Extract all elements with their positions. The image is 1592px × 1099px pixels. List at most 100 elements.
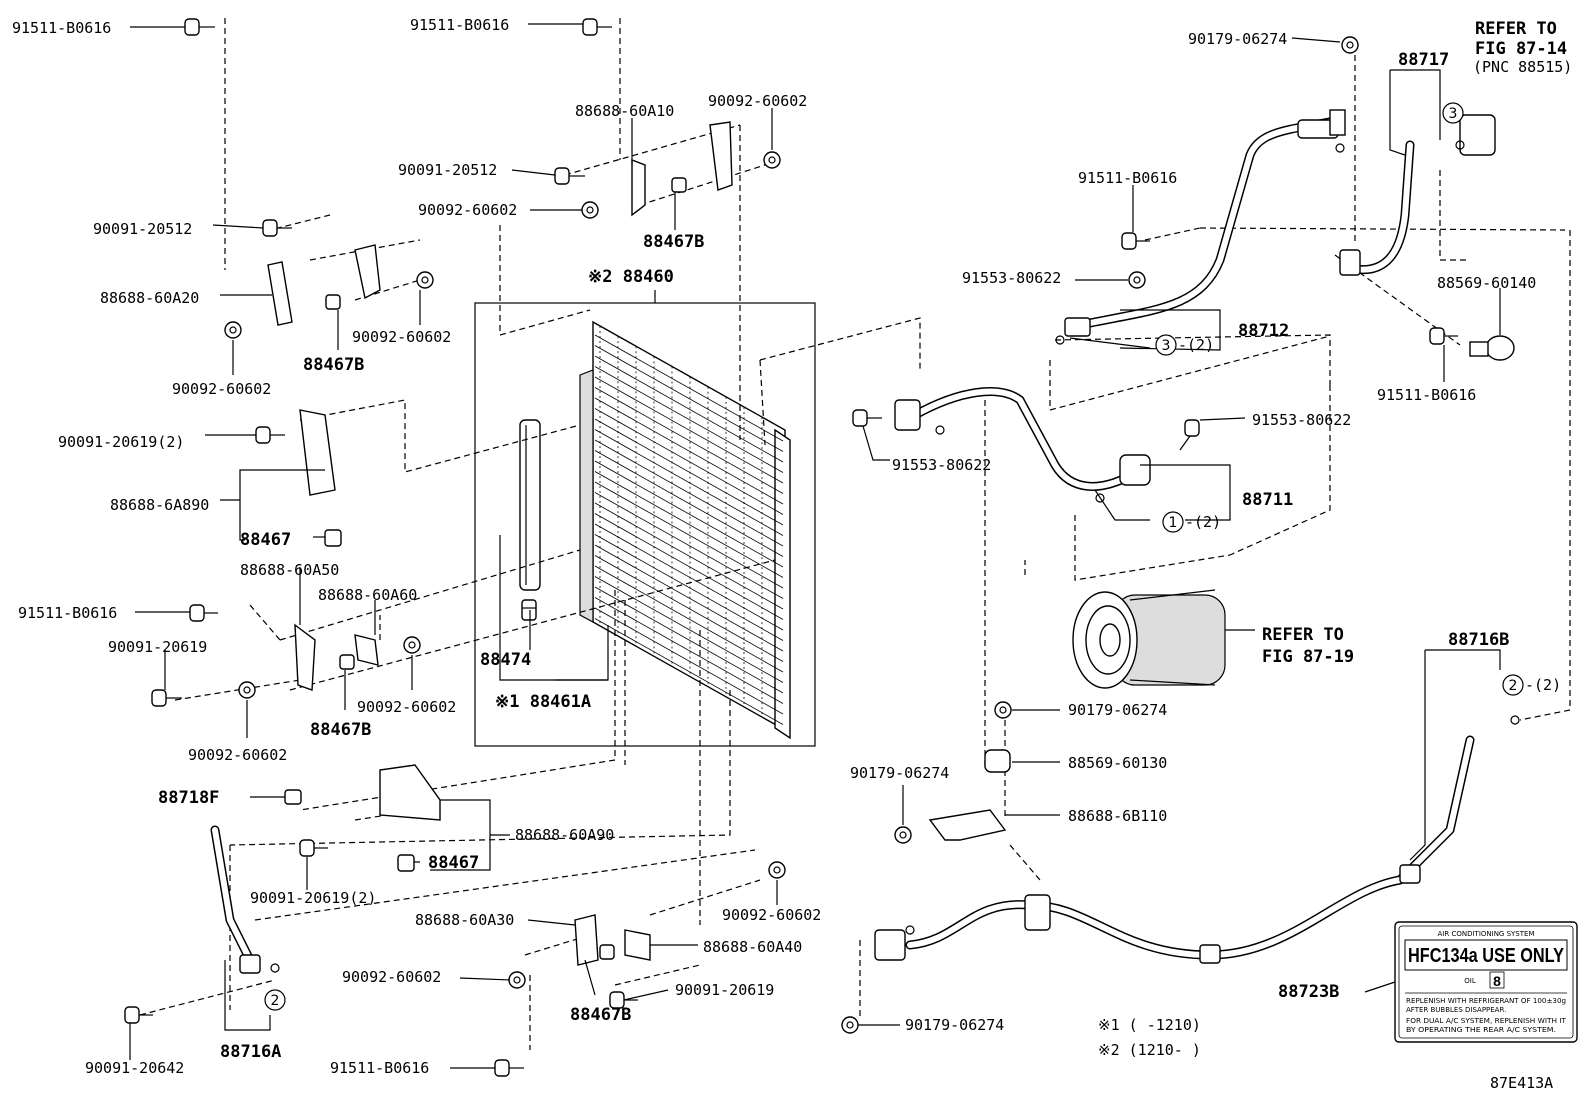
clip-icon [324,529,342,547]
part-label: 88717 [1398,50,1449,70]
svg-text:1: 1 [1169,515,1178,531]
part-label: 90092-60602 [722,906,821,924]
hardware [124,18,1515,1077]
clip-icon [397,854,415,872]
part-label: 88688-60A30 [415,911,514,929]
label-plate-note-2: AFTER BUBBLES DISAPPEAR. [1406,1006,1506,1014]
part-label: REFER TO [1262,625,1344,645]
clip-icon [599,944,615,960]
label-plate-oil-value: 8 [1493,973,1501,989]
part-label: 90092-60602 [357,698,456,716]
part-label: ※1 88461A [495,692,591,712]
part-label: 90091-20619 [675,981,774,999]
bolt-icon [1179,419,1200,451]
bolt-icon [124,1006,153,1024]
part-label: 90092-60602 [188,746,287,764]
part-label: 88716A [220,1042,281,1062]
part-label: 88688-60A50 [240,561,339,579]
bracket-icon [984,749,1011,773]
callout-qty: -(2) [1525,676,1561,694]
part-label: 90179-06274 [1188,30,1287,48]
part-label: 88712 [1238,321,1289,341]
part-label: 90091-20619(2) [58,433,184,451]
callout-circle: 1 [1162,511,1184,533]
callout-qty: -(2) [1178,336,1214,354]
bolt-icon [255,426,285,444]
label-plate-main: HFC134a USE ONLY [1408,945,1565,967]
bracket-icon [294,623,379,691]
nut-icon [894,826,912,844]
part-label: 90092-60602 [418,201,517,219]
part-label: 88711 [1242,490,1293,510]
part-label: 90092-60602 [172,380,271,398]
part-label: 90091-20512 [398,161,497,179]
svg-text:3: 3 [1162,338,1171,354]
part-labels: 91511-B0616 91511-B0616 90179-06274 REFE… [12,16,1572,1092]
part-label: (PNC 88515) [1473,58,1572,76]
part-label: 88467B [310,720,371,740]
svg-text:3: 3 [1449,106,1458,122]
bolt-icon [494,1059,524,1077]
svg-text:2: 2 [1509,678,1518,694]
clip-icon [671,177,687,193]
part-label: 88723B [1278,982,1339,1002]
nut-icon [581,201,599,219]
bolt-icon [299,839,328,857]
bolt-icon [1121,232,1150,250]
part-label: 88688-60A10 [575,102,674,120]
part-label: 90091-20512 [93,220,192,238]
bracket-icon [631,121,733,217]
part-label: REFER TO [1475,19,1557,39]
refrigerant-label-plate: AIR CONDITIONING SYSTEM HFC134a USE ONLY… [1394,921,1578,1043]
part-label: 91511-B0616 [1377,386,1476,404]
nut-icon [994,701,1012,719]
nut-icon [841,1016,859,1034]
part-label: FIG 87-14 [1475,39,1567,59]
bolt-icon [151,689,182,707]
part-label: 88688-6A890 [110,496,209,514]
part-label: 88688-60A60 [318,586,417,604]
part-label: 90092-60602 [342,968,441,986]
label-plate-note-1: REPLENISH WITH REFRIGERANT OF 100±30g [1406,997,1566,1005]
part-label: 88688-6B110 [1068,807,1167,825]
part-label: 90091-20619(2) [250,889,376,907]
part-label: 90179-06274 [1068,701,1167,719]
footnote-2: ※2 (1210- ) [1098,1041,1201,1059]
nut-icon [1128,271,1146,289]
footnote-1: ※1 ( -1210) [1098,1016,1201,1034]
callout-qty: -(2) [1185,513,1221,531]
compressor [1072,589,1226,689]
label-plate-note-3: FOR DUAL A/C SYSTEM, REPLENISH WITH IT [1406,1017,1567,1025]
receiver-dryer [519,419,541,621]
clip-icon [339,654,355,670]
part-label: 91553-80622 [892,456,991,474]
part-label: 90091-20642 [85,1059,184,1077]
bracket-icon [379,764,441,821]
bracket-icon [928,809,1007,841]
bolt-icon [262,219,292,237]
condenser-group-frame [474,302,816,747]
part-label: 91511-B0616 [1078,169,1177,187]
refrigerant-pipes [210,109,1496,974]
part-label: 88467B [570,1005,631,1025]
part-label: 90092-60602 [708,92,807,110]
figure-id: 87E413A [1490,1074,1553,1092]
svg-text:2: 2 [271,993,280,1009]
part-label: 88474 [480,650,531,670]
condenser-core [579,320,791,740]
callout-circle: 2 [264,989,286,1011]
part-label: 88718F [158,788,219,808]
part-label: 88467 [428,853,479,873]
bracket-icon [1469,335,1515,361]
part-label: 91511-B0616 [410,16,509,34]
part-label: 88688-60A40 [703,938,802,956]
part-label: 88688-60A20 [100,289,199,307]
part-label: 88467B [643,232,704,252]
label-plate-oil-label: OIL [1464,977,1476,985]
bolt-icon [189,604,218,622]
part-label: 91553-80622 [962,269,1061,287]
callout-circle: 3 [1442,102,1464,124]
bracket-icon [299,409,336,496]
clip-icon [284,789,302,805]
